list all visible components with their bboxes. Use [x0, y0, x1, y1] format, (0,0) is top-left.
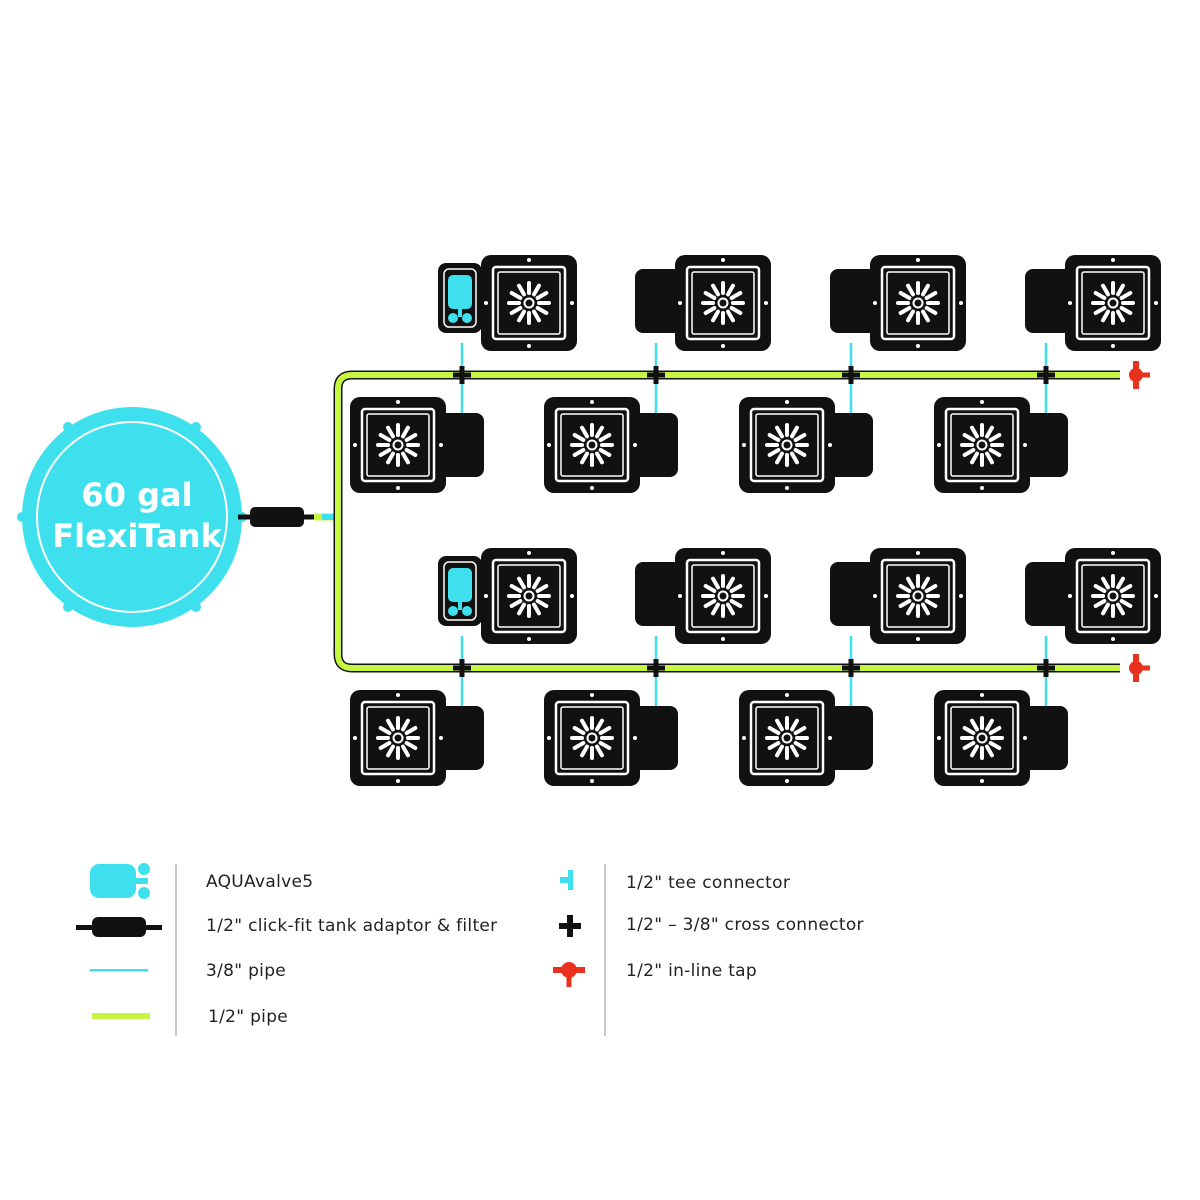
grow-pot-upper: [830, 253, 968, 353]
inline-tap-upper: [1129, 361, 1150, 389]
grow-pot-lower: [348, 688, 484, 788]
inline-tap-lower: [1129, 654, 1150, 682]
main-supply-line: [238, 507, 340, 527]
flexitank: 60 gal FlexiTank: [17, 407, 247, 627]
cross-connector: [1037, 659, 1055, 677]
grow-pot-upper: [830, 546, 968, 646]
grow-pot-upper: [1025, 253, 1163, 353]
grow-pot-lower: [737, 395, 873, 495]
grow-pot-upper: [635, 253, 773, 353]
aquavalve: [448, 275, 472, 323]
tank-adaptor-filter: [250, 507, 304, 527]
tank-capacity-label: 60 gal: [81, 476, 192, 514]
grow-pot-lower: [542, 688, 678, 788]
grow-pot-lower: [348, 395, 484, 495]
cross-connector: [842, 659, 860, 677]
grow-pot-upper: [1025, 546, 1163, 646]
pot-row-1: [348, 253, 1163, 495]
pot-rows: [348, 253, 1163, 788]
cross-connector: [453, 659, 471, 677]
grow-pot-upper: [635, 546, 773, 646]
cross-connector: [647, 659, 665, 677]
aquavalve: [448, 568, 472, 616]
half-inch-manifold: [333, 370, 1120, 673]
cross-connector: [842, 366, 860, 384]
grow-pot-lower: [932, 395, 1068, 495]
grow-pot-lower: [737, 688, 873, 788]
grow-pot-lower: [542, 395, 678, 495]
grow-pot-upper: [438, 546, 579, 646]
grow-pot-upper: [438, 253, 579, 353]
cross-connector: [1037, 366, 1055, 384]
pot-row-2: [348, 546, 1163, 788]
cross-connector: [647, 366, 665, 384]
cross-connector: [453, 366, 471, 384]
tank-name-label: FlexiTank: [52, 517, 222, 555]
grow-pot-lower: [932, 688, 1068, 788]
